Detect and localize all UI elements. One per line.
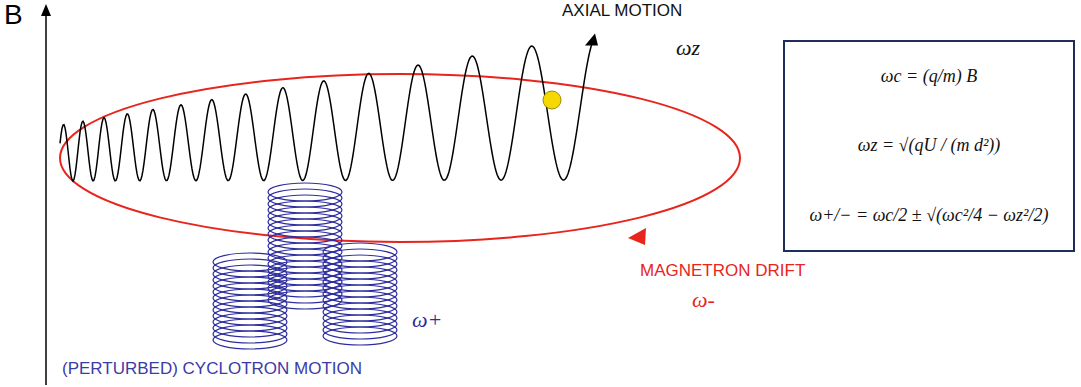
field-axis	[45, 14, 47, 385]
coil-turn	[213, 331, 287, 349]
formula-box: ωc = (q/m) B ωz = √(qU / (m d²)) ω+/− = ωc…	[783, 40, 1075, 252]
motion-label: MAGNETRON DRIFT	[640, 262, 805, 281]
axial-arrowhead	[585, 33, 598, 45]
cyclotron-coils	[213, 183, 397, 349]
frequency-label: ω+	[412, 308, 442, 332]
formula-text: ωc = (q/m) B	[873, 64, 985, 89]
ion-particle	[543, 91, 561, 109]
motion-label: (PERTURBED) CYCLOTRON MOTION	[62, 360, 362, 379]
field-arrowhead	[41, 4, 51, 16]
frequency-label: ω-	[692, 288, 715, 312]
coil-turn	[323, 327, 397, 345]
formula-text: ωz = √(qU / (m d²))	[850, 133, 1009, 158]
field-label: B	[4, 0, 23, 31]
axial-wave	[60, 43, 592, 181]
formula-text: ω+/− = ωc/2 ± √(ωc²/4 − ωz²/2)	[802, 203, 1057, 228]
motion-label: AXIAL MOTION	[562, 2, 682, 21]
magnetron-arrowhead	[628, 228, 646, 245]
frequency-label: ωz	[676, 36, 700, 60]
